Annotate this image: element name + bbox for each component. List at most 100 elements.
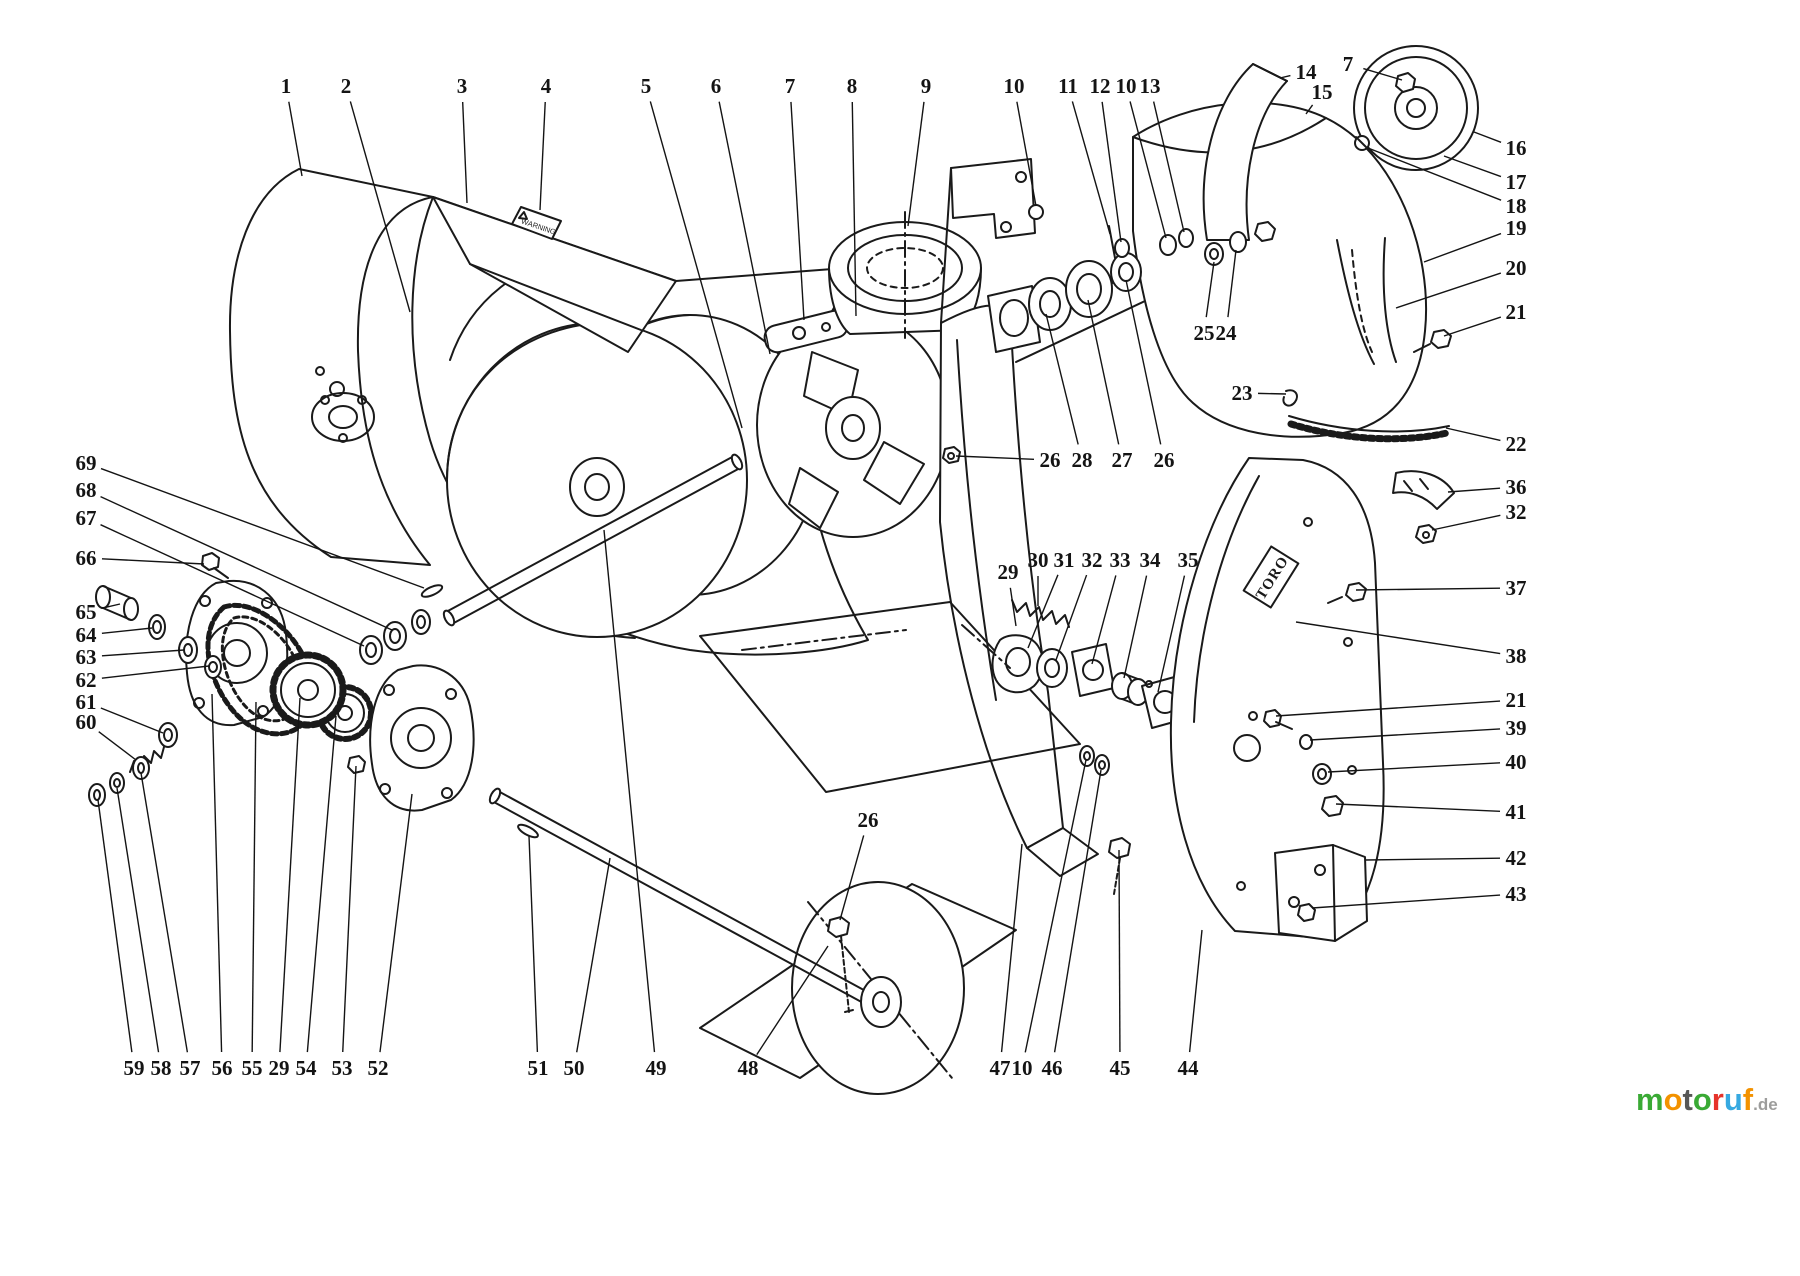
callout-25: 25 (1194, 261, 1215, 345)
callout-number: 26 (1154, 448, 1175, 472)
callout-20: 20 (1395, 256, 1527, 309)
callout-number: 61 (76, 690, 97, 714)
callout-leader-line (1188, 929, 1203, 1053)
callout-leader-line (1443, 316, 1502, 337)
callout-number: 51 (528, 1056, 549, 1080)
callout-leader-line (306, 715, 337, 1053)
callout-2: 2 (341, 74, 411, 313)
callout-6: 6 (711, 74, 771, 355)
callout-33: 33 (1091, 548, 1131, 665)
callout-11: 11 (1058, 74, 1111, 235)
callout-32: 32 (1431, 500, 1527, 531)
auger-shaft (442, 453, 744, 627)
plate-fasteners (1263, 582, 1367, 817)
callout-number: 23 (1232, 381, 1253, 405)
callout-46: 46 (1042, 769, 1102, 1080)
callout-37: 37 (1355, 576, 1527, 600)
callout-leader-line (1129, 101, 1167, 239)
callout-10: 10 (1012, 759, 1087, 1080)
axle-shaft (488, 787, 902, 1028)
callout-leader-line (1125, 279, 1162, 445)
callout-18: 18 (1367, 147, 1527, 218)
callout-number: 46 (1042, 1056, 1063, 1080)
callout-leader-line (1016, 101, 1037, 207)
callout-26: 26 (839, 808, 879, 921)
callout-leader-line (1367, 147, 1502, 201)
callout-64: 64 (76, 623, 153, 647)
callout-number: 42 (1506, 846, 1527, 870)
callout-leader-line (1423, 232, 1502, 263)
callout-34: 34 (1123, 548, 1161, 679)
callout-leader-line (1327, 762, 1501, 773)
callout-number: 9 (921, 74, 932, 98)
callout-leader-line (1157, 575, 1186, 693)
callout-leader-line (1091, 575, 1117, 665)
cover-bolt (1413, 329, 1452, 353)
callout-number: 65 (76, 600, 97, 624)
callout-number: 48 (738, 1056, 759, 1080)
callout-17: 17 (1443, 155, 1527, 194)
callout-leader-line (1053, 769, 1102, 1053)
callout-number: 17 (1506, 170, 1527, 194)
callout-leader-line (1295, 621, 1501, 655)
callout-number: 56 (212, 1056, 233, 1080)
callout-leader-line (101, 558, 205, 565)
callout-leader-line (349, 101, 411, 313)
callout-leader-line (955, 455, 1035, 461)
auger-flights (446, 314, 819, 638)
auger-top-panel (432, 196, 677, 353)
centerlines (904, 211, 1011, 669)
callout-number: 3 (457, 74, 468, 98)
callout-35: 35 (1157, 548, 1199, 693)
lower-bracket (1274, 844, 1368, 942)
callout-leader-line (528, 835, 539, 1053)
callout-4: 4 (539, 74, 552, 211)
callout-number: 14 (1296, 60, 1318, 84)
watermark-logo: motoruf.de (1636, 1082, 1778, 1118)
callout-26: 26 (1125, 279, 1175, 472)
callout-leader-line (1055, 574, 1088, 661)
callout-leader-line (1205, 261, 1215, 318)
callout-leader-line (839, 835, 865, 921)
bottom-pan (699, 601, 1081, 793)
axle-bearing-stack (991, 634, 1189, 729)
callout-13: 13 (1140, 74, 1185, 233)
callout-leader-line (1309, 728, 1501, 741)
callout-number: 22 (1506, 432, 1527, 456)
callout-number: 2 (341, 74, 352, 98)
frame-nut (942, 446, 961, 464)
callout-leader-line (211, 693, 223, 1053)
callout-24: 24 (1216, 249, 1237, 345)
callout-leader-line (342, 765, 357, 1053)
callout-53: 53 (332, 765, 357, 1080)
callout-leader-line (116, 787, 160, 1053)
callout-leader-line (576, 857, 611, 1053)
callout-9: 9 (907, 74, 932, 227)
callout-12: 12 (1090, 74, 1122, 243)
callout-29: 29 (269, 697, 301, 1080)
callout-number: 8 (847, 74, 858, 98)
callout-number: 68 (76, 478, 97, 502)
callout-32: 32 (1055, 548, 1103, 661)
callout-leader-line (1365, 857, 1501, 861)
callout-number: 25 (1194, 321, 1215, 345)
callout-leader-line (100, 467, 425, 589)
callout-leader-line (98, 731, 137, 761)
callout-40: 40 (1327, 750, 1527, 774)
callout-leader-line (539, 101, 546, 211)
callout-leader-line (1473, 131, 1502, 143)
callout-number: 7 (785, 74, 796, 98)
callout-leader-line (100, 524, 365, 647)
callout-number: 1 (281, 74, 292, 98)
callout-number: 16 (1506, 136, 1527, 160)
callout-number: 37 (1506, 576, 1527, 600)
callout-leader-line (379, 793, 413, 1053)
callout-number: 19 (1506, 216, 1527, 240)
tension-spring (1011, 599, 1070, 628)
callout-7: 7 (785, 74, 805, 321)
callout-leader-line (1395, 272, 1502, 309)
callout-leader-line (1445, 427, 1501, 442)
callout-leader-line (1305, 104, 1314, 115)
callout-5: 5 (641, 74, 743, 429)
